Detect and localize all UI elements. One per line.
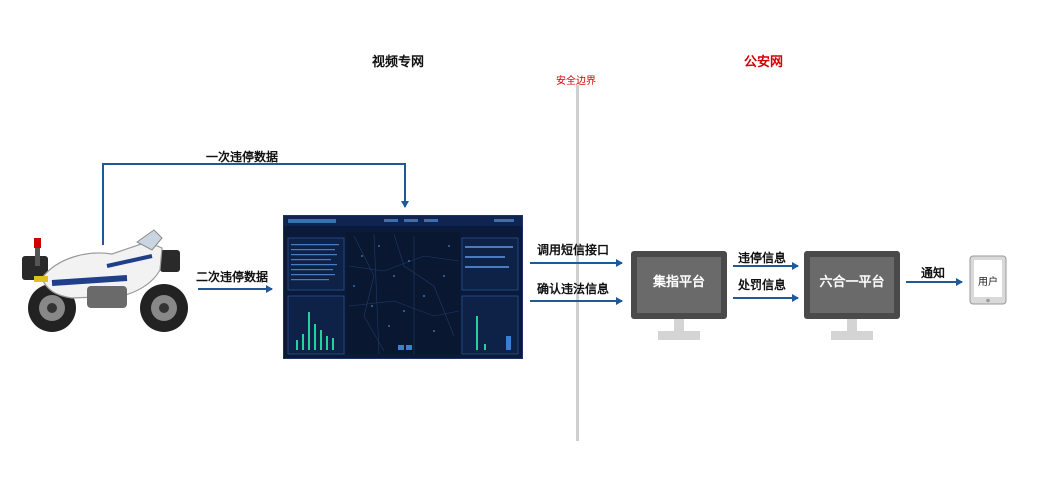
user-tablet: 用户 (969, 255, 1007, 305)
user-label: 用户 (978, 277, 998, 288)
top-loop-label: 一次违停数据 (206, 150, 279, 164)
platform-a-label: 集指平台 (652, 275, 705, 290)
police-motorcycle-icon (22, 229, 188, 332)
call-sms-label: 调用短信接口 (537, 243, 610, 257)
monitor-icon (631, 251, 727, 340)
top-loop-arrow (102, 163, 409, 245)
platform-b-monitor: 六合一平台 (803, 250, 901, 342)
notify-label: 通知 (921, 266, 946, 280)
violation-info-label: 违停信息 (738, 251, 787, 265)
second-data-label: 二次违停数据 (196, 270, 269, 284)
platform-b-label: 六合一平台 (819, 275, 885, 290)
platform-a-monitor: 集指平台 (630, 250, 728, 342)
penalty-info-label: 处罚信息 (738, 278, 787, 292)
police-network-title: 公安网 (744, 55, 784, 70)
security-boundary-label: 安全边界 (556, 76, 596, 87)
tablet-icon (969, 255, 1007, 305)
video-network-title: 视频专网 (372, 55, 425, 70)
video-dashboard-screenshot (283, 215, 523, 359)
confirm-label: 确认违法信息 (537, 282, 610, 296)
monitor-icon (804, 251, 900, 340)
